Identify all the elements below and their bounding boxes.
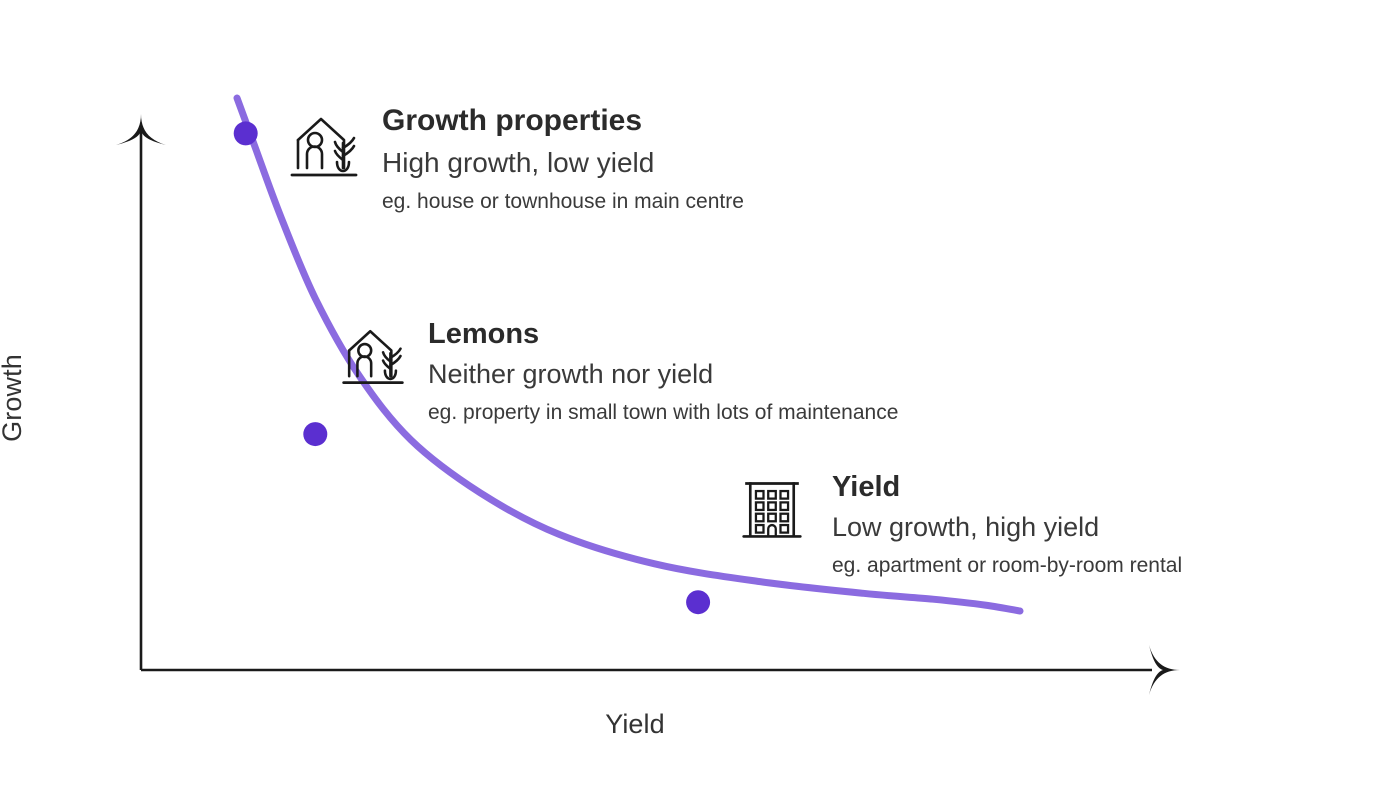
y-axis-label: Growth [0, 354, 27, 442]
x-axis-arrowhead [1149, 645, 1180, 695]
house-with-plant-icon [290, 117, 358, 177]
annotation-growth-properties: Growth properties High growth, low yield… [288, 106, 744, 212]
annotation-yield: Yield Low growth, high yield eg. apartme… [738, 473, 1182, 576]
house-with-plant-icon [342, 329, 404, 384]
annotation-title: Growth properties [382, 104, 643, 137]
annotation-subtitle: Low growth, high yield [832, 512, 1100, 542]
annotation-subtitle: Neither growth nor yield [428, 359, 714, 389]
annotation-text-block: Yield Low growth, high yield eg. apartme… [832, 471, 1183, 577]
y-axis-arrowhead [116, 114, 166, 145]
data-point-growth [233, 121, 258, 146]
annotation-title: Lemons [428, 318, 540, 350]
annotation-example: eg. property in small town with lots of … [428, 401, 899, 424]
annotation-subtitle: High growth, low yield [382, 147, 655, 178]
data-point-yield [686, 590, 711, 615]
annotation-title: Yield [832, 471, 901, 503]
annotation-text-block: Lemons Neither growth nor yield eg. prop… [428, 318, 899, 424]
x-axis-label: Yield [605, 709, 665, 739]
annotation-example: eg. house or townhouse in main centre [382, 190, 744, 213]
data-point-lemons [303, 422, 328, 447]
annotation-text-block: Growth properties High growth, low yield… [382, 104, 744, 213]
annotation-lemons: Lemons Neither growth nor yield eg. prop… [340, 320, 898, 423]
annotation-example: eg. apartment or room-by-room rental [832, 554, 1183, 577]
apartment-building-icon [742, 482, 802, 538]
